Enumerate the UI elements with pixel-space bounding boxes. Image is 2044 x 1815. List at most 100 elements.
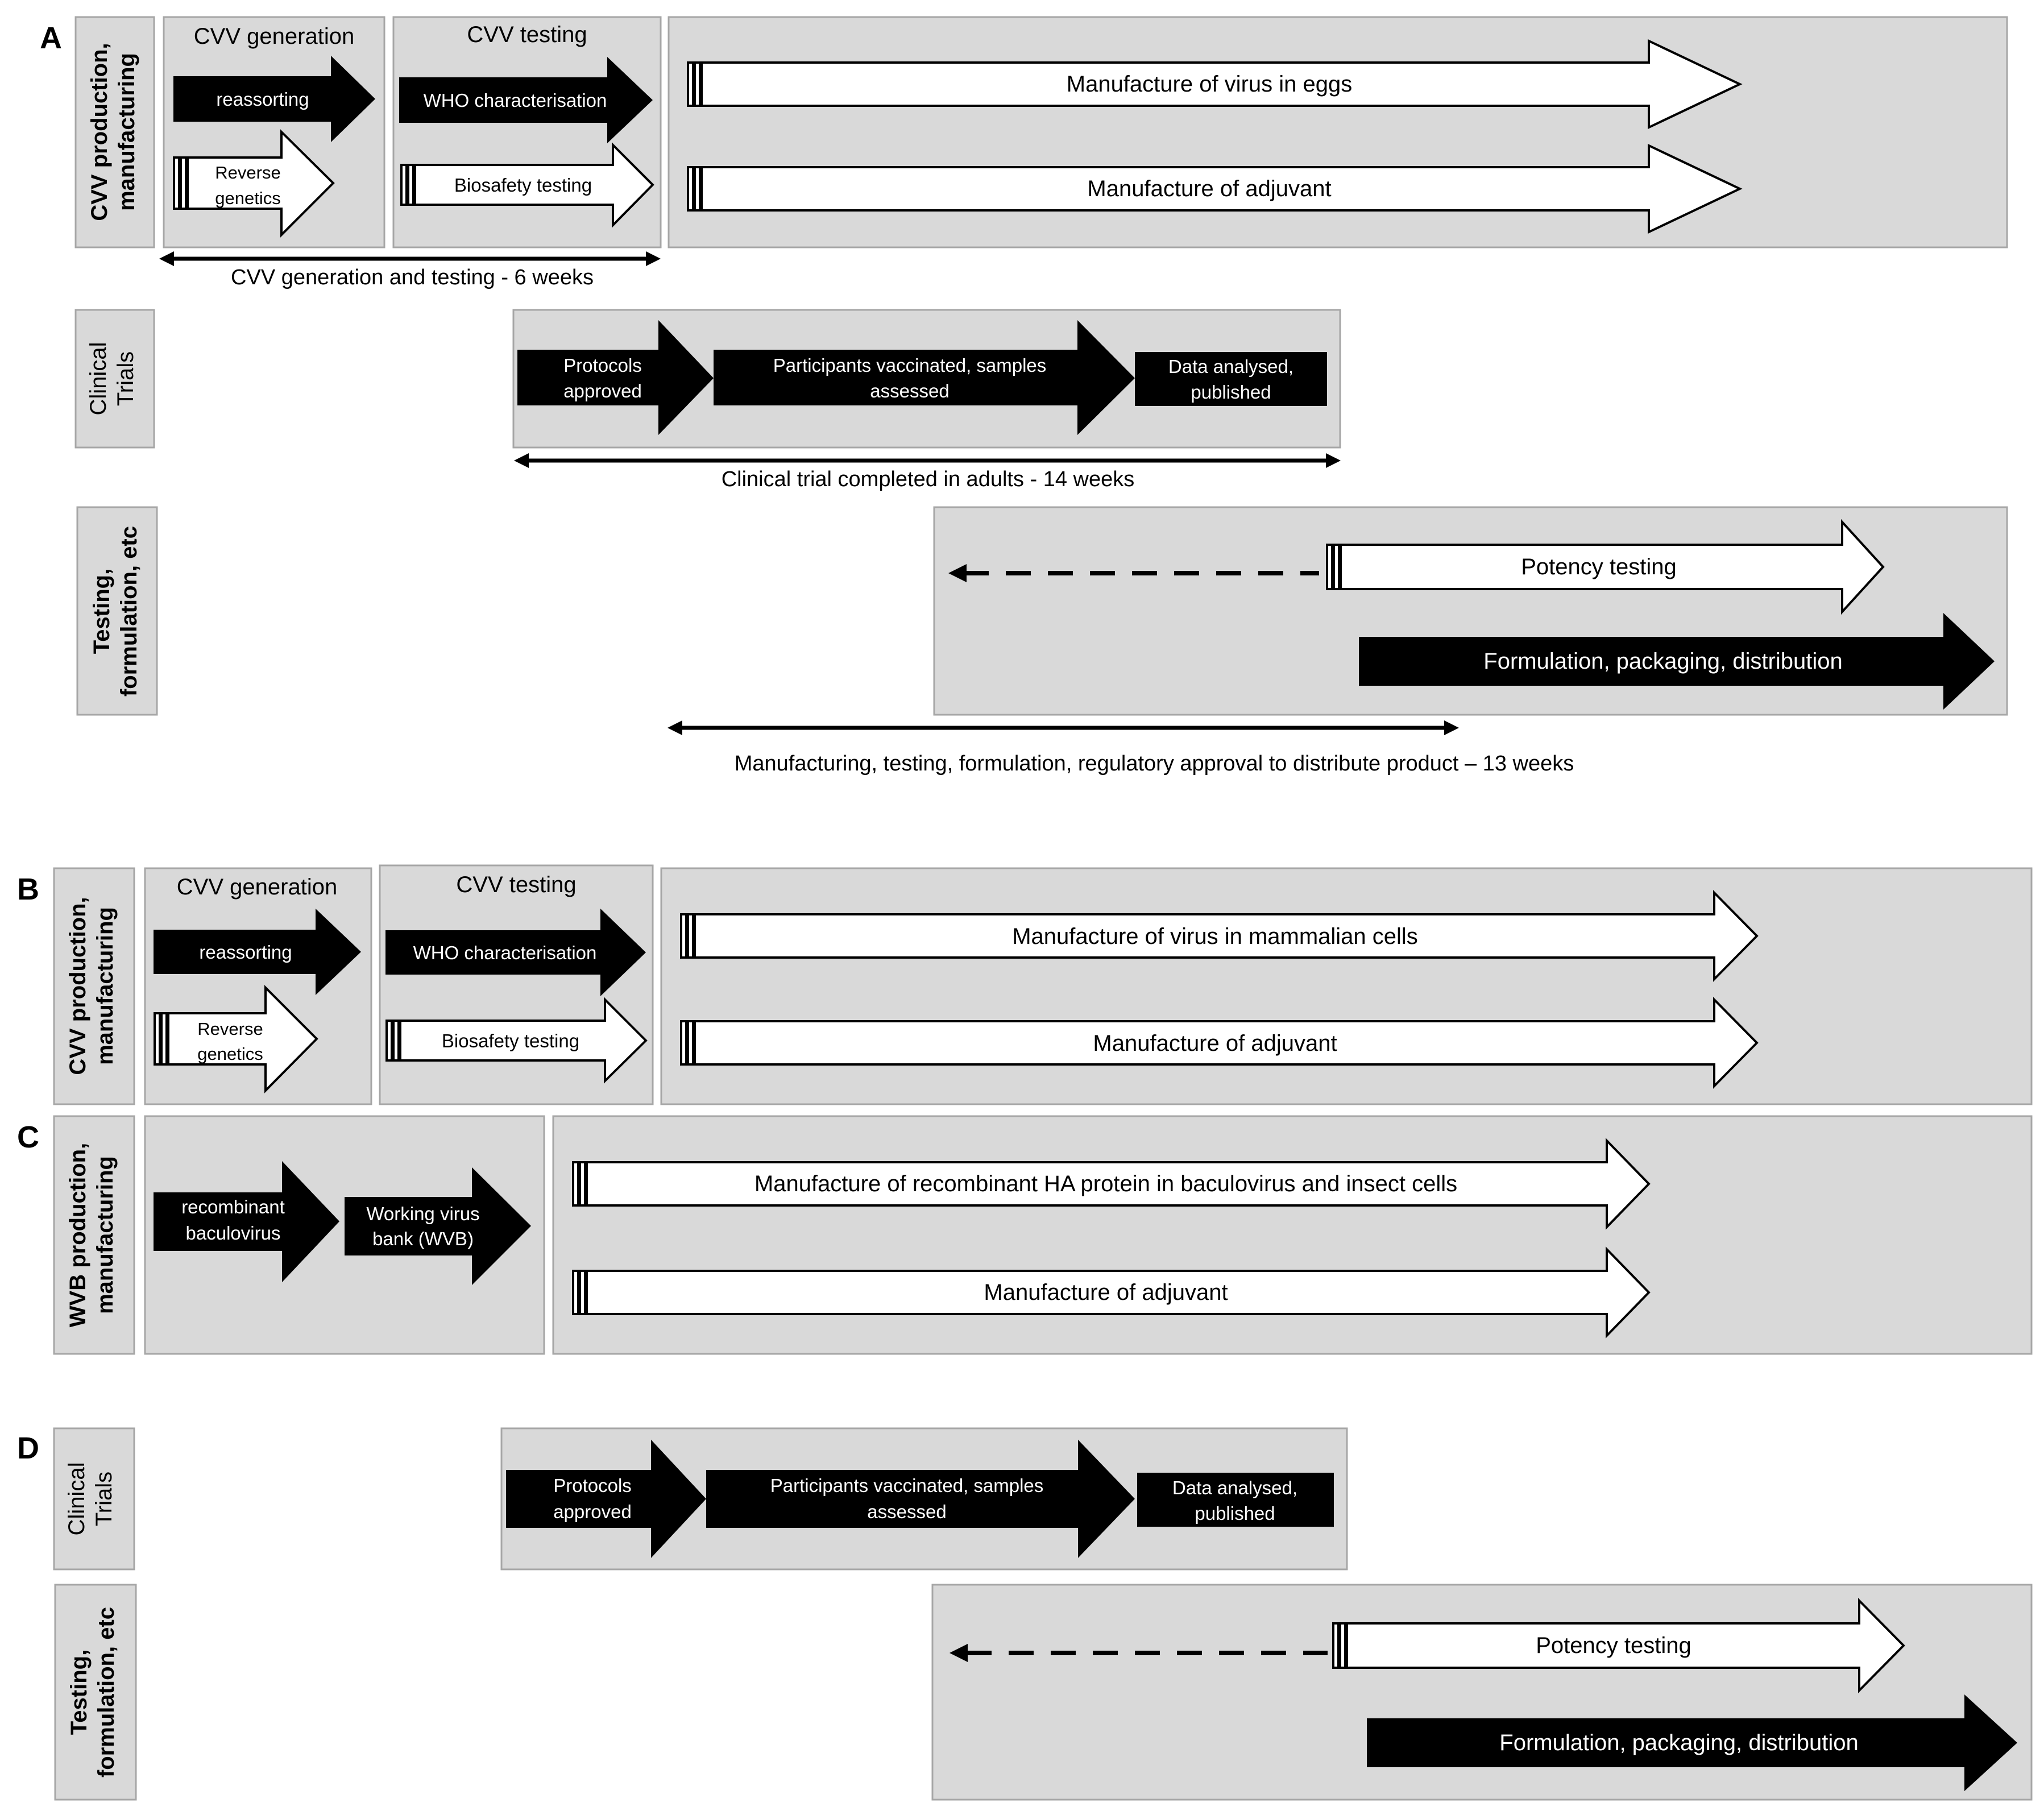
span-arrowhead-right: [646, 251, 661, 266]
recombinant-baculovirus-line2: baculovirus: [186, 1223, 281, 1244]
start-bar: [407, 164, 414, 206]
reassorting-label: reassorting: [199, 942, 292, 963]
start-bar: [572, 1270, 579, 1315]
protocols-approved-line1: Protocols: [563, 355, 642, 376]
row-label-testing-line2: formulation, etc: [117, 526, 142, 697]
reassorting-label: reassorting: [216, 89, 309, 110]
manufacture-adjuvant-arrow: [586, 1246, 1651, 1339]
row-label-d-testing-line1: Testing,: [67, 1650, 92, 1735]
start-bar: [154, 1012, 161, 1066]
start-bar: [180, 156, 187, 210]
start-bar: [160, 1012, 168, 1066]
row-label-box: [53, 1115, 135, 1355]
panel-b: B CVV production, manufacturing CVV gene…: [17, 864, 2033, 1105]
manufacture-virus-eggs-arrow: [700, 39, 1743, 130]
start-bar: [1332, 1622, 1340, 1669]
recombinant-baculovirus-arrow: [154, 1161, 339, 1282]
span-cvv-generation-testing: CVV generation and testing - 6 weeks: [231, 266, 594, 289]
start-bar: [687, 1020, 694, 1066]
recombinant-baculovirus-line1: recombinant: [181, 1196, 285, 1217]
protocols-approved-arrow: [517, 320, 714, 435]
participants-vaccinated-line1: Participants vaccinated, samples: [770, 1475, 1044, 1496]
working-virus-bank-line1: Working virus: [366, 1203, 479, 1224]
dashed-arrowhead: [948, 564, 967, 582]
span-clinical-trial: Clinical trial completed in adults - 14 …: [722, 467, 1135, 491]
start-bar: [1333, 544, 1340, 590]
row-label-b-line2: manufacturing: [93, 907, 118, 1065]
manufacture-adjuvant-label: Manufacture of adjuvant: [984, 1280, 1228, 1305]
manufacture-box: [552, 1115, 2033, 1355]
panel-c: C WVB production, manufacturing recombin…: [17, 1115, 2033, 1355]
working-virus-bank-arrow: [345, 1167, 531, 1285]
row-label-box: [74, 309, 155, 449]
span-arrowhead-left: [667, 720, 682, 735]
manufacture-adjuvant-label: Manufacture of adjuvant: [1093, 1031, 1337, 1056]
who-characterisation-label: WHO characterisation: [413, 942, 597, 963]
cvv-testing-title: CVV testing: [467, 22, 587, 47]
protocols-approved-line1: Protocols: [553, 1475, 632, 1496]
row-label-cvv-production-line1: CVV production,: [87, 43, 112, 221]
protocols-approved-arrow: [506, 1440, 706, 1558]
protocols-approved-line2: approved: [553, 1501, 632, 1522]
manufacture-virus-mammalian-label: Manufacture of virus in mammalian cells: [1012, 924, 1418, 949]
reverse-genetics-label-line2: genetics: [215, 188, 280, 208]
reassorting-arrow: [154, 909, 361, 995]
reassorting-arrow: [173, 56, 375, 142]
start-bar: [1339, 1622, 1346, 1669]
start-bar: [694, 166, 701, 212]
data-analysed-line1: Data analysed,: [1172, 1477, 1297, 1498]
row-label-box: [53, 1427, 135, 1570]
reverse-genetics-label-line1: Reverse: [215, 163, 280, 183]
panel-a-letter: A: [40, 21, 62, 55]
who-characterisation-label: WHO characterisation: [424, 90, 607, 111]
start-bar: [1326, 544, 1333, 590]
row-label-box: [74, 16, 155, 248]
manufacture-box: [667, 16, 2008, 248]
panel-b-letter: B: [17, 872, 39, 906]
potency-testing-label: Potency testing: [1536, 1633, 1691, 1658]
row-label-b-line1: CVV production,: [65, 897, 90, 1075]
start-bar: [579, 1270, 586, 1315]
participants-vaccinated-line1: Participants vaccinated, samples: [773, 355, 1047, 376]
manufacture-adjuvant-arrow: [700, 143, 1743, 234]
manufacture-virus-eggs-label: Manufacture of virus in eggs: [1067, 72, 1352, 97]
start-bar: [687, 61, 694, 107]
cvv-testing-title: CVV testing: [456, 872, 576, 897]
cvv-generation-box: [144, 867, 372, 1105]
biosafety-testing-arrow: [399, 997, 648, 1084]
panel-c-letter: C: [17, 1120, 39, 1154]
reverse-genetics-label-line1: Reverse: [197, 1019, 263, 1039]
reverse-genetics-label-line2: genetics: [197, 1044, 263, 1064]
potency-testing-arrow: [1340, 519, 1885, 615]
row-label-c-line2: manufacturing: [93, 1156, 118, 1314]
start-bar: [572, 1161, 579, 1207]
data-analysed-line2: published: [1191, 382, 1271, 403]
span-arrowhead-right: [1444, 720, 1459, 735]
span-arrowhead-left: [514, 453, 529, 468]
data-analysed-box: [1135, 352, 1327, 406]
formulation-label: Formulation, packaging, distribution: [1483, 649, 1842, 674]
start-bar: [400, 164, 408, 206]
cvv-generation-box: [163, 16, 385, 248]
row-label-c-line1: WVB production,: [65, 1143, 90, 1327]
start-bar: [694, 61, 701, 107]
panel-d-letter: D: [17, 1431, 39, 1465]
data-analysed-line2: published: [1195, 1503, 1275, 1524]
dashed-arrowhead: [950, 1644, 968, 1662]
row-label-d-clinical-line1: Clinical: [64, 1462, 89, 1536]
span-manufacturing: Manufacturing, testing, formulation, reg…: [735, 752, 1574, 776]
formulation-arrow: [1359, 613, 1995, 710]
participants-vaccinated-arrow: [714, 320, 1135, 435]
start-bar: [687, 913, 694, 959]
row-label-d-clinical-line2: Trials: [92, 1472, 117, 1526]
data-analysed-box: [1137, 1473, 1334, 1527]
who-characterisation-arrow: [399, 57, 653, 143]
row-label-testing-line1: Testing,: [89, 569, 114, 654]
biosafety-testing-arrow: [414, 142, 654, 228]
protocols-approved-line2: approved: [563, 380, 642, 401]
potency-testing-arrow: [1346, 1598, 1905, 1693]
data-analysed-line1: Data analysed,: [1168, 356, 1293, 377]
row-label-d-testing-line2: formulation, etc: [94, 1607, 119, 1777]
biosafety-testing-label: Biosafety testing: [454, 175, 592, 196]
